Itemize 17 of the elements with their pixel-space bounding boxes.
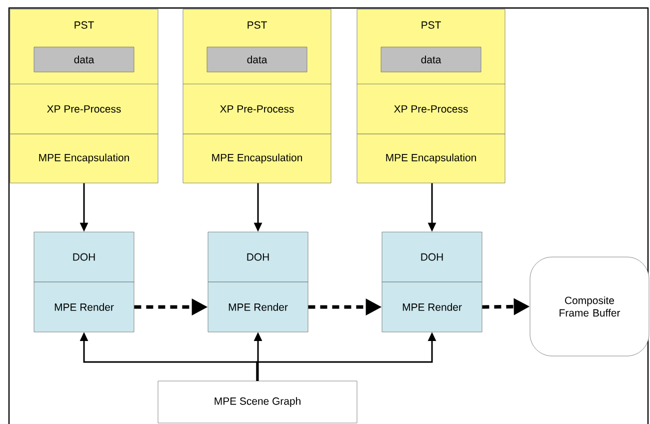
data-box: data [380,46,482,72]
process-box: MPE Encapsulation [356,134,506,184]
data-box: data [206,46,308,72]
process-box: DOH [34,232,134,282]
process-box: MPE Encapsulation [10,134,158,184]
process-box: XP Pre-Process [356,84,506,134]
process-box: MPE Encapsulation [182,134,332,184]
process-box: DOH [208,232,308,282]
process-box: DOH [382,232,482,282]
scene-graph-box: MPE Scene Graph [158,380,358,424]
data-box: data [34,46,134,72]
process-box: MPE Render [208,282,308,332]
process-box: XP Pre-Process [10,84,158,134]
rounded-box: Composite Frame Buffer [530,256,650,356]
process-box: MPE Render [382,282,482,332]
process-box: XP Pre-Process [182,84,332,134]
process-box: MPE Render [34,282,134,332]
